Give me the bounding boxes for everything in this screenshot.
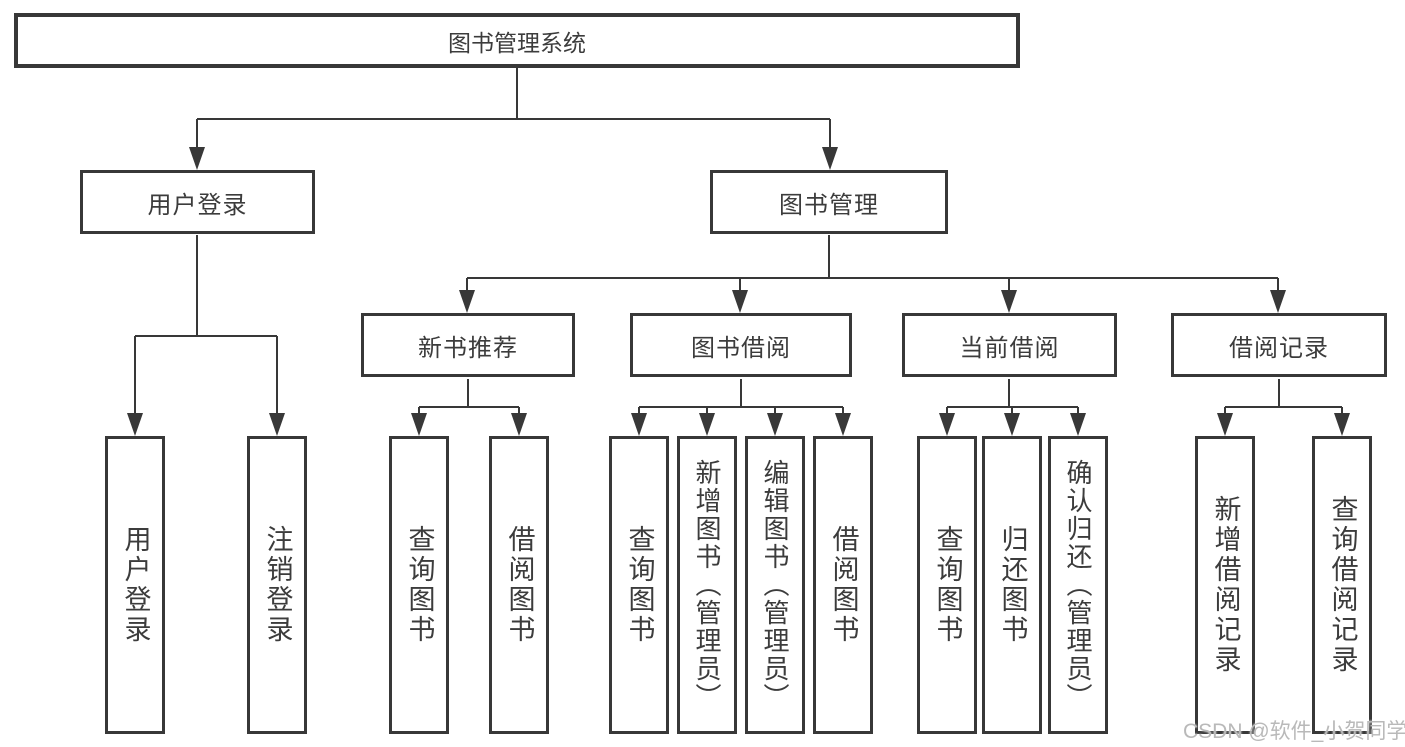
node-borrow-records: 借阅记录: [1171, 313, 1387, 377]
node-label: 确认归还（管理员）: [1063, 459, 1093, 711]
leaf-borrow-books-recommend: 借阅图书: [489, 436, 549, 734]
node-label: 查询图书: [624, 525, 655, 645]
node-label: 新增借阅记录: [1210, 495, 1241, 675]
node-label: 借阅图书: [504, 525, 535, 645]
node-label: 查询借阅记录: [1327, 495, 1358, 675]
node-user-login: 用户登录: [80, 170, 315, 234]
node-label: 查询图书: [404, 525, 435, 645]
watermark: CSDN @软件_小贺同学: [1183, 720, 1405, 743]
node-new-book-recommend: 新书推荐: [361, 313, 575, 377]
leaf-add-borrow-record: 新增借阅记录: [1195, 436, 1255, 734]
node-label: 图书借阅: [691, 334, 791, 362]
node-label: 新书推荐: [418, 334, 518, 362]
node-label: 当前借阅: [959, 334, 1060, 362]
node-label: 查询图书: [932, 525, 963, 645]
node-label: 用户登录: [147, 191, 248, 219]
node-current-borrow: 当前借阅: [902, 313, 1117, 377]
node-label: 图书管理系统: [448, 29, 586, 56]
leaf-confirm-return-admin: 确认归还（管理员）: [1048, 436, 1108, 734]
node-label: 图书管理: [779, 191, 879, 219]
leaf-borrow-books-borrow: 借阅图书: [813, 436, 873, 734]
leaf-user-login: 用户登录: [105, 436, 165, 734]
leaf-logout: 注销登录: [247, 436, 307, 734]
node-book-borrow: 图书借阅: [630, 313, 852, 377]
leaf-return-books: 归还图书: [982, 436, 1042, 734]
arrowheads: [127, 147, 1350, 436]
node-book-management: 图书管理: [710, 170, 948, 234]
node-library-management-system: 图书管理系统: [14, 13, 1020, 68]
node-label: 借阅记录: [1229, 334, 1329, 362]
node-label: 归还图书: [997, 525, 1028, 645]
node-label: 借阅图书: [828, 525, 859, 645]
leaf-query-borrow-record: 查询借阅记录: [1312, 436, 1372, 734]
node-label: 注销登录: [262, 525, 293, 645]
leaf-edit-books-admin: 编辑图书（管理员）: [745, 436, 805, 734]
leaf-query-books-borrow: 查询图书: [609, 436, 669, 734]
node-label: 新增图书（管理员）: [692, 459, 722, 711]
node-label: 编辑图书（管理员）: [760, 459, 790, 711]
leaf-add-books-admin: 新增图书（管理员）: [677, 436, 737, 734]
leaf-query-books-current: 查询图书: [917, 436, 977, 734]
node-label: 用户登录: [120, 525, 151, 645]
leaf-query-books-recommend: 查询图书: [389, 436, 449, 734]
